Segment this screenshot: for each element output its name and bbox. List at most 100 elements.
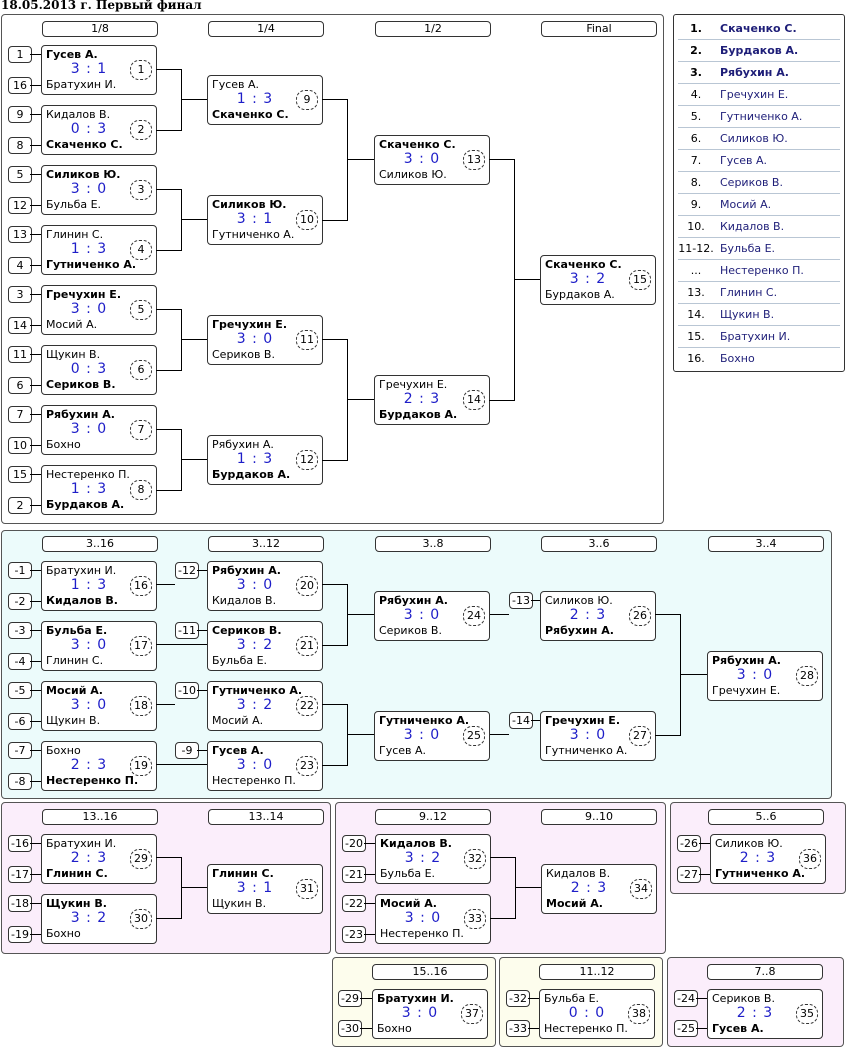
standings-name[interactable]: Кидалов В. bbox=[720, 220, 785, 233]
match-number: 16 bbox=[130, 576, 152, 596]
player-bottom: Гутниченко А. bbox=[715, 867, 806, 880]
seed-box: -2 bbox=[8, 593, 32, 610]
connector-line bbox=[30, 414, 41, 415]
standings-name[interactable]: Сериков В. bbox=[720, 176, 783, 189]
match-number: 17 bbox=[130, 636, 152, 656]
match-score: 3 : 1 bbox=[236, 211, 274, 227]
standings-name[interactable]: Силиков Ю. bbox=[720, 132, 788, 145]
connector-line bbox=[364, 874, 375, 875]
round-header: 3..12 bbox=[208, 536, 324, 552]
match-score: 0 : 0 bbox=[568, 1005, 606, 1021]
standings-name[interactable]: Гречухин Е. bbox=[720, 88, 789, 101]
player-top: Кидалов В. bbox=[380, 837, 452, 850]
connector-line bbox=[181, 99, 207, 100]
connector-line bbox=[156, 189, 182, 251]
player-bottom: Гутниченко А. bbox=[212, 228, 295, 241]
standings-name[interactable]: Гутниченко А. bbox=[720, 110, 803, 123]
standings-row: 14.Щукин В. bbox=[678, 304, 840, 326]
seed-box: -16 bbox=[8, 835, 32, 852]
seed-box: -26 bbox=[677, 835, 701, 852]
standings-place: 16. bbox=[687, 352, 705, 365]
connector-line bbox=[197, 570, 207, 571]
connector-line bbox=[322, 99, 348, 221]
connector-line bbox=[322, 339, 348, 461]
seed-box: -19 bbox=[8, 926, 32, 943]
connector-line bbox=[515, 887, 541, 888]
standings-name[interactable]: Мосий А. bbox=[720, 198, 772, 211]
seed-box: 9 bbox=[8, 106, 32, 123]
standings-place: 13. bbox=[687, 286, 705, 299]
seed-box: -1 bbox=[8, 562, 32, 579]
standings-name[interactable]: Нестеренко П. bbox=[720, 264, 804, 277]
player-top: Силиков Ю. bbox=[212, 198, 287, 211]
seed-box: 6 bbox=[8, 377, 32, 394]
standings-row: 6.Силиков Ю. bbox=[678, 128, 840, 150]
seed-box: -29 bbox=[338, 990, 362, 1007]
match-number: 1 bbox=[130, 60, 152, 80]
standings-name[interactable]: Бурдаков А. bbox=[720, 44, 799, 57]
match-number: 22 bbox=[296, 696, 318, 716]
standings-name[interactable]: Щукин В. bbox=[720, 308, 775, 321]
player-bottom: Кидалов В. bbox=[46, 594, 118, 607]
standings-row: 8.Сериков В. bbox=[678, 172, 840, 194]
connector-line bbox=[364, 903, 375, 904]
player-bottom: Мосий А. bbox=[46, 318, 98, 331]
player-bottom: Бохно bbox=[46, 438, 81, 451]
standings-place: ... bbox=[690, 264, 702, 277]
standings-name[interactable]: Бульба Е. bbox=[720, 242, 776, 255]
connector-line bbox=[680, 674, 707, 675]
player-bottom: Скаченко С. bbox=[46, 138, 123, 151]
standings-row: 4.Гречухин Е. bbox=[678, 84, 840, 106]
standings-name[interactable]: Скаченко С. bbox=[720, 22, 797, 35]
player-bottom: Гусев А. bbox=[712, 1022, 764, 1035]
standings-name[interactable]: Глинин С. bbox=[720, 286, 778, 299]
player-bottom: Силиков Ю. bbox=[379, 168, 447, 181]
standings-name[interactable]: Гусев А. bbox=[720, 154, 768, 167]
match-score: 3 : 0 bbox=[569, 727, 607, 743]
standings-name[interactable]: Бохно bbox=[720, 352, 755, 365]
connector-line bbox=[30, 174, 41, 175]
connector-line bbox=[30, 145, 41, 146]
connector-line bbox=[30, 781, 41, 782]
standings-name[interactable]: Братухин И. bbox=[720, 330, 791, 343]
standings-name[interactable]: Рябухин А. bbox=[720, 66, 789, 79]
